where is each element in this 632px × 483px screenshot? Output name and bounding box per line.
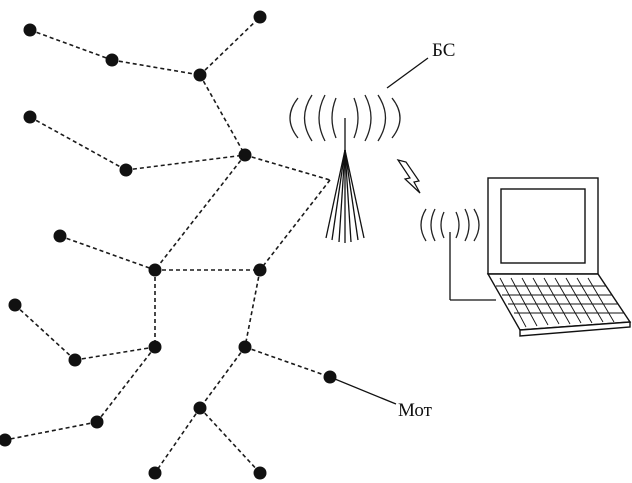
link bbox=[244, 154, 331, 181]
link bbox=[29, 29, 113, 61]
laptop-antenna-cable bbox=[449, 232, 496, 301]
link bbox=[154, 154, 246, 271]
link bbox=[199, 16, 261, 76]
base-station-leader-line bbox=[386, 57, 429, 89]
sensor-node bbox=[238, 340, 252, 354]
link bbox=[59, 235, 156, 271]
mesh-links bbox=[4, 16, 331, 474]
link bbox=[244, 269, 261, 348]
link bbox=[111, 59, 201, 76]
sensor-node bbox=[0, 433, 12, 447]
link bbox=[14, 304, 76, 361]
mote-leader-line bbox=[329, 376, 397, 405]
sensor-node bbox=[119, 163, 133, 177]
sensor-nodes bbox=[0, 10, 337, 480]
sensor-node bbox=[105, 53, 119, 67]
antenna-tower-icon bbox=[325, 118, 365, 243]
sensor-node bbox=[23, 110, 37, 124]
link bbox=[259, 179, 331, 271]
lightning-bolt-icon bbox=[396, 159, 421, 194]
link bbox=[199, 407, 261, 474]
sensor-node bbox=[148, 340, 162, 354]
link bbox=[199, 74, 246, 156]
sensor-node bbox=[238, 148, 252, 162]
link bbox=[96, 346, 156, 423]
link bbox=[244, 346, 331, 378]
sensor-node bbox=[68, 353, 82, 367]
link bbox=[199, 346, 246, 409]
laptop-antenna-waves bbox=[420, 208, 480, 242]
link bbox=[4, 421, 98, 441]
link bbox=[74, 346, 156, 361]
link bbox=[29, 116, 127, 171]
sensor-node bbox=[53, 229, 67, 243]
sensor-node bbox=[253, 10, 267, 24]
base-station-label: БС bbox=[432, 40, 455, 61]
sensor-node bbox=[23, 23, 37, 37]
sensor-node bbox=[148, 263, 162, 277]
mote-label: Мот bbox=[398, 400, 433, 421]
sensor-node bbox=[193, 68, 207, 82]
sensor-node bbox=[148, 466, 162, 480]
tower-radio-waves bbox=[289, 94, 401, 142]
sensor-node bbox=[90, 415, 104, 429]
sensor-node bbox=[8, 298, 22, 312]
sensor-node bbox=[193, 401, 207, 415]
link bbox=[154, 407, 201, 474]
link bbox=[125, 154, 246, 171]
sensor-node bbox=[253, 466, 267, 480]
laptop-icon bbox=[486, 177, 632, 337]
sensor-node bbox=[253, 263, 267, 277]
